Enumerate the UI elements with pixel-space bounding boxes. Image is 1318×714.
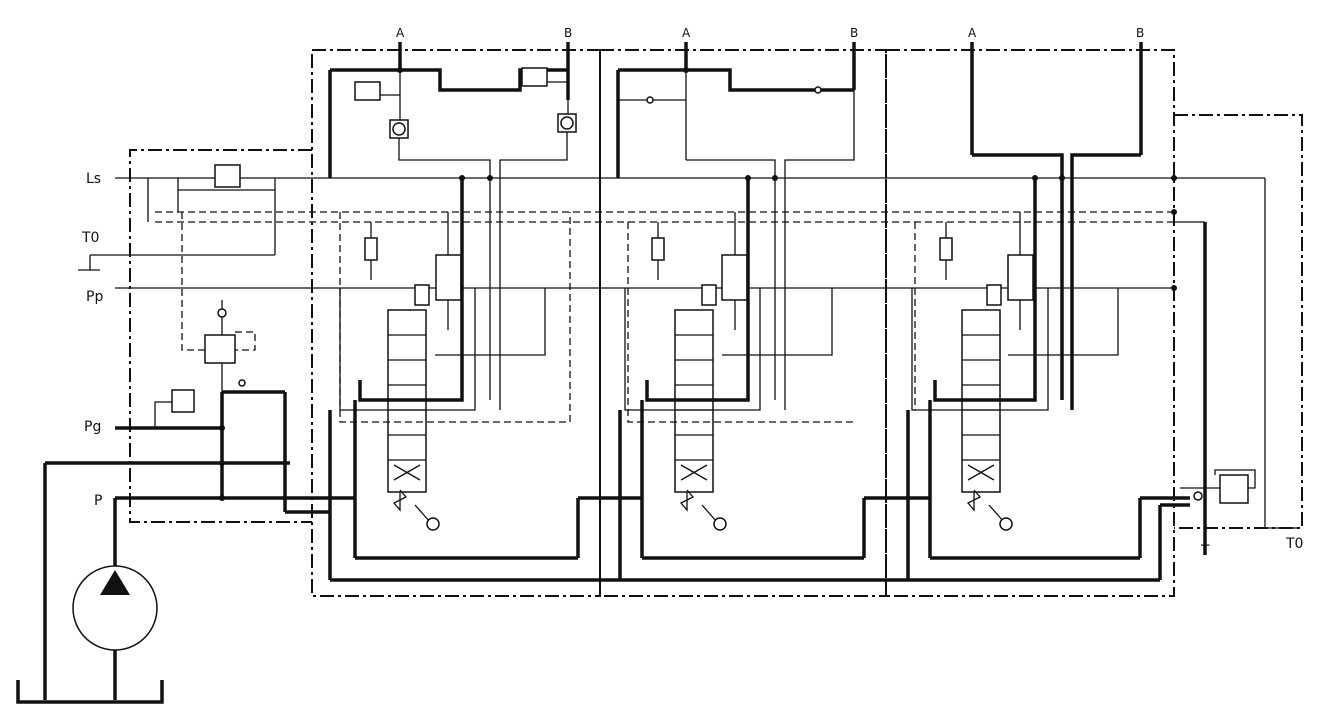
ls-relief-valve	[214, 164, 241, 188]
port-labels: A B A B A B Ls T0 Pp Pg P T T0	[81, 26, 1303, 559]
inlet-module-housing	[129, 149, 312, 523]
pg-port-label: Pg	[84, 419, 101, 435]
section-3-ports	[970, 42, 1143, 410]
main-pressure-lines	[43, 390, 1190, 700]
pg-relief-valve	[171, 389, 195, 413]
section-2-port-b-label: B	[850, 26, 858, 40]
spool-valves	[387, 284, 1013, 531]
pump-assembly	[16, 565, 164, 704]
tank-symbol	[16, 680, 164, 704]
section-2-port-a-label: A	[682, 26, 691, 40]
section-1-ports	[328, 42, 577, 410]
section-1-housing	[311, 49, 601, 597]
section-1-port-a-label: A	[396, 26, 405, 40]
p-port-label: P	[94, 493, 102, 509]
junction-dots	[219, 67, 1177, 501]
compensators	[339, 178, 1119, 423]
pp-port-label: Pp	[86, 289, 103, 305]
ls-port-label: Ls	[86, 171, 101, 187]
outlet-components	[1180, 469, 1256, 504]
section-2-ports	[616, 42, 856, 410]
inlet-components	[154, 164, 275, 428]
section-1-lever-knob	[426, 517, 440, 531]
section-housings	[129, 49, 1303, 597]
pressure-reducing-valve	[204, 334, 236, 364]
outlet-relief-valve	[1219, 474, 1249, 504]
section-3-lever-knob	[999, 517, 1013, 531]
pump-arrow	[100, 570, 130, 595]
section-1-port-b-label: B	[564, 26, 572, 40]
section-3-housing	[885, 49, 1175, 597]
section-3-port-b-label: B	[1136, 26, 1144, 40]
section-3-port-a-label: A	[968, 26, 977, 40]
t-outlet-port-label: T	[1200, 543, 1210, 559]
section-2-lever-knob	[713, 517, 727, 531]
t0-outlet-port-label: T0	[1285, 536, 1303, 552]
t0-inlet-port-label: T0	[81, 230, 99, 246]
outlet-module-housing	[1174, 114, 1303, 529]
